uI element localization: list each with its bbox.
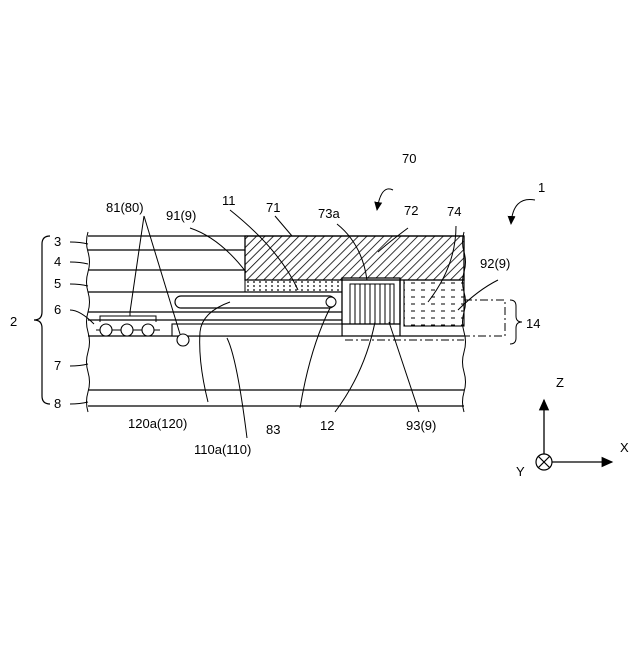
label-83: 83 [266, 422, 280, 437]
label-14: 14 [526, 316, 540, 331]
part-83-circle [326, 297, 336, 307]
label-72: 72 [404, 203, 418, 218]
label-74: 74 [447, 204, 461, 219]
label-6: 6 [54, 302, 61, 317]
axis-label-y: Y [516, 464, 525, 479]
label-4: 4 [54, 254, 61, 269]
part-74-region [404, 280, 464, 326]
label-110a: 110a(110) [194, 442, 251, 457]
part-120a-capsule [175, 296, 335, 308]
label-71: 71 [266, 200, 280, 215]
axis-label-x: X [620, 440, 629, 455]
label-73a: 73a [318, 206, 340, 221]
label-120a: 120a(120) [128, 416, 187, 431]
label-11: 11 [222, 193, 236, 208]
label-12: 12 [320, 418, 334, 433]
label-7: 7 [54, 358, 61, 373]
axes-indicator [536, 400, 612, 470]
label-1: 1 [538, 180, 545, 195]
label-8: 8 [54, 396, 61, 411]
label-3: 3 [54, 234, 61, 249]
label-92: 92(9) [480, 256, 510, 271]
label-81: 81(80) [106, 200, 144, 215]
label-91: 91(9) [166, 208, 196, 223]
stack-brace [34, 236, 50, 404]
part-110a-strip [172, 324, 342, 336]
leader-lines [70, 189, 535, 438]
label-93: 93(9) [406, 418, 436, 433]
label-70: 70 [402, 151, 416, 166]
axis-label-z: Z [556, 375, 564, 390]
label-5: 5 [54, 276, 61, 291]
label-2: 2 [10, 314, 17, 329]
